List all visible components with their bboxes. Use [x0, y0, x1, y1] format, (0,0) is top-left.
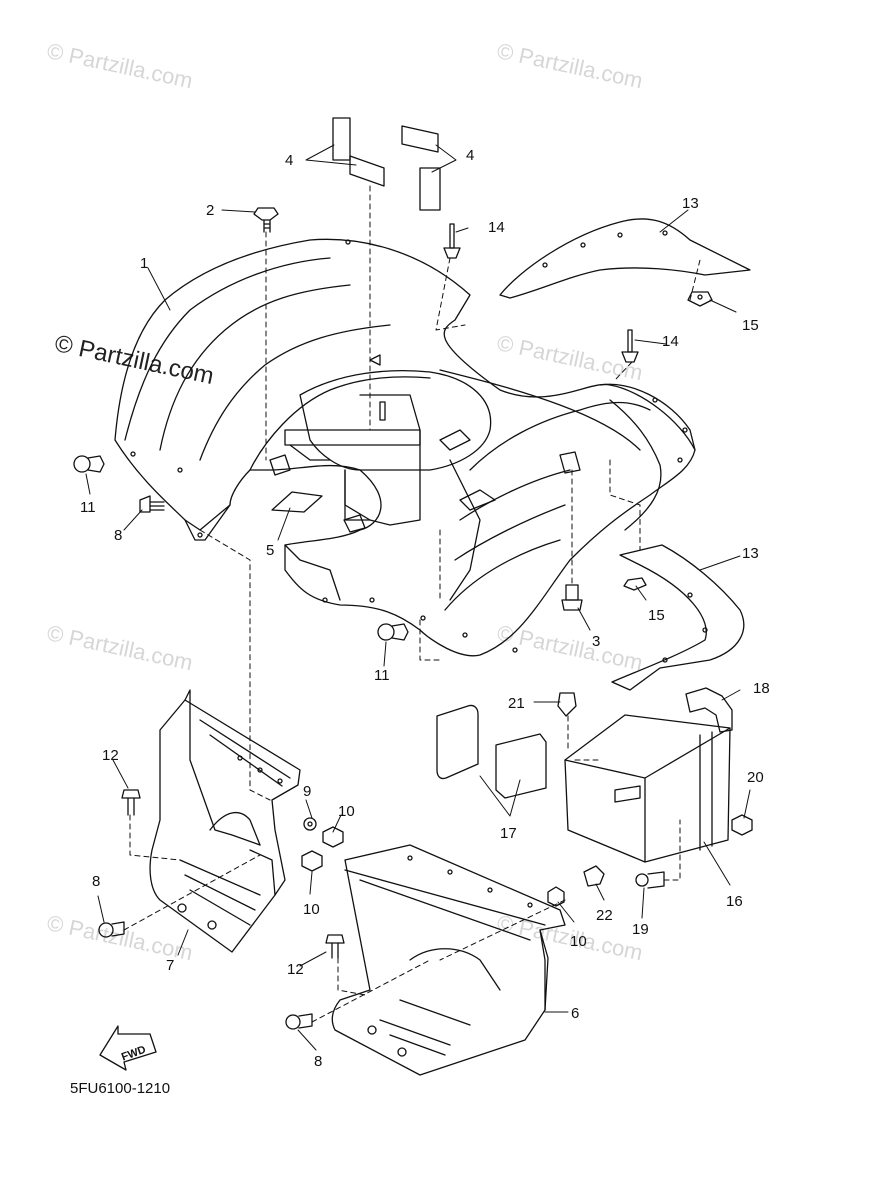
trim-13a — [499, 218, 751, 299]
nut-20 — [731, 814, 753, 836]
callout-17: 17 — [500, 825, 517, 842]
callout-9: 9 — [303, 783, 311, 800]
callout-22: 22 — [596, 907, 613, 924]
pad-5 — [271, 491, 323, 513]
pad-17a — [436, 704, 479, 780]
callout-4a: 4 — [285, 152, 293, 169]
callout-20: 20 — [747, 769, 764, 786]
rivet-14a — [443, 223, 461, 259]
storage-box-16 — [564, 714, 731, 863]
diagram-code: 5FU6100-1210 — [70, 1080, 171, 1097]
callout-13b: 13 — [742, 545, 759, 562]
callout-15a: 15 — [742, 317, 759, 334]
nut-10b — [301, 850, 323, 872]
callout-7: 7 — [166, 957, 174, 974]
callout-11b: 11 — [374, 667, 390, 684]
footwell-7 — [149, 689, 301, 953]
callout-11a: 11 — [80, 499, 96, 516]
leader-lines — [85, 144, 751, 1051]
callout-1: 1 — [140, 255, 148, 272]
callout-4b: 4 — [466, 147, 474, 164]
callout-3: 3 — [592, 633, 600, 650]
callout-14b: 14 — [662, 333, 679, 350]
bolt-12a — [121, 789, 141, 816]
callout-18: 18 — [753, 680, 770, 697]
nut-10a — [322, 826, 344, 848]
pin-11b — [377, 623, 409, 641]
washer-9 — [303, 817, 317, 831]
bolt-19 — [635, 871, 665, 889]
callout-8a: 8 — [114, 527, 122, 544]
grommet-21 — [557, 692, 577, 717]
bracket-18 — [685, 687, 733, 733]
callout-16: 16 — [726, 893, 743, 910]
callout-10b: 10 — [303, 901, 320, 918]
callout-10c: 10 — [570, 933, 587, 950]
screw-3 — [561, 584, 583, 611]
bolt-8a — [139, 495, 165, 513]
callout-2: 2 — [206, 202, 214, 219]
clip-15a — [687, 291, 713, 307]
nut-10c — [547, 886, 565, 907]
callout-19: 19 — [632, 921, 649, 938]
fwd-arrow-icon — [99, 1025, 157, 1071]
screw-2 — [253, 207, 279, 233]
pin-11a — [73, 455, 105, 473]
bolt-8c — [285, 1013, 313, 1030]
bolt-8b — [98, 921, 125, 938]
pad-17b — [495, 733, 547, 799]
callout-10a: 10 — [338, 803, 355, 820]
callout-12b: 12 — [287, 961, 304, 978]
callout-labels: 1 2 3 4 4 5 6 7 8 8 8 9 10 10 10 11 11 1… — [80, 147, 770, 1070]
callout-13a: 13 — [682, 195, 699, 212]
rivet-14b — [621, 329, 639, 363]
clip-15b — [623, 577, 647, 591]
callout-15b: 15 — [648, 607, 665, 624]
fwd-label: FWD — [120, 1044, 148, 1064]
dashed-assembly-lines — [123, 185, 701, 1023]
callout-14a: 14 — [488, 219, 505, 236]
callout-8b: 8 — [92, 873, 100, 890]
callout-5: 5 — [266, 542, 274, 559]
callout-8c: 8 — [314, 1053, 322, 1070]
clip-22 — [583, 865, 605, 887]
footwell-6 — [331, 844, 566, 1076]
callout-12a: 12 — [102, 747, 119, 764]
bolt-12b — [325, 934, 345, 959]
trim-13b — [611, 544, 745, 691]
callout-6: 6 — [571, 1005, 579, 1022]
rear-fender — [114, 238, 696, 657]
callout-21: 21 — [508, 695, 525, 712]
